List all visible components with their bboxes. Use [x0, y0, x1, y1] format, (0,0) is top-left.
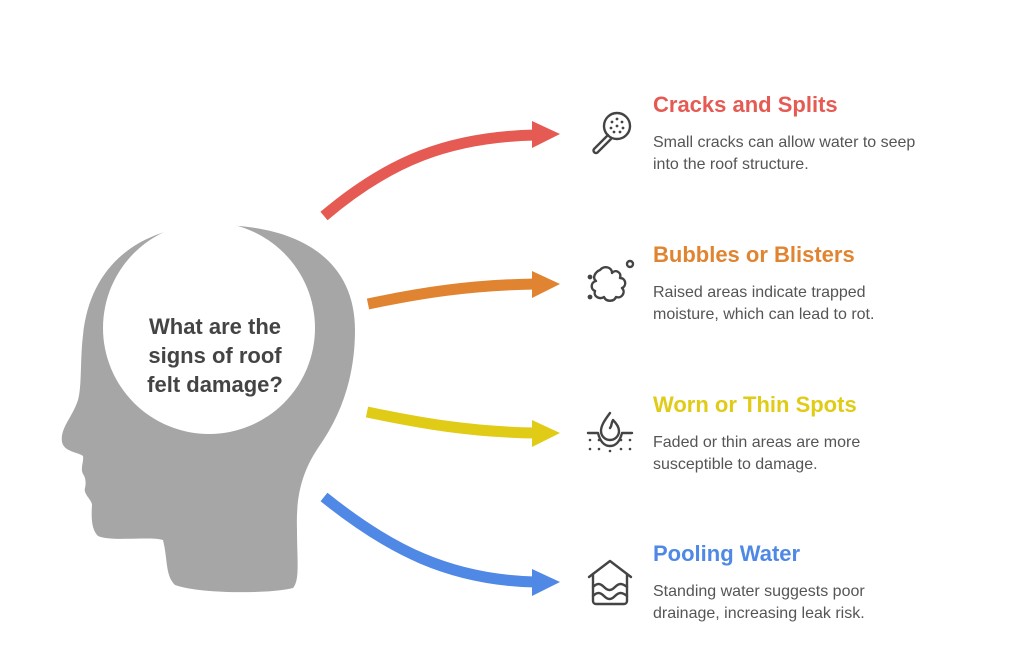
item-worn-or-thin-spots: Worn or Thin Spots Faded or thin areas a…: [653, 392, 993, 476]
drop-in-ground-icon: [584, 407, 636, 459]
item-description: Small cracks can allow water to seep int…: [653, 132, 993, 176]
item-bubbles-or-blisters: Bubbles or Blisters Raised areas indicat…: [653, 242, 993, 326]
item-title: Bubbles or Blisters: [653, 242, 855, 267]
desc-line: drainage, increasing leak risk.: [653, 605, 865, 622]
item-pooling-water: Pooling Water Standing water suggests po…: [653, 541, 993, 625]
desc-line: susceptible to damage.: [653, 456, 818, 473]
item-description: Standing water suggests poor drainage, i…: [653, 581, 993, 625]
desc-line: into the roof structure.: [653, 156, 809, 173]
arrow-cracks: [320, 121, 560, 221]
item-description: Faded or thin areas are more susceptible…: [653, 432, 993, 476]
question-line: What are the: [148, 314, 282, 339]
desc-line: Standing water suggests poor: [653, 583, 865, 600]
item-title: Pooling Water: [653, 541, 801, 566]
desc-line: moisture, which can lead to rot.: [653, 306, 875, 323]
item-description: Raised areas indicate trapped moisture, …: [653, 282, 993, 326]
arrow-bubbles: [366, 271, 560, 310]
item-title: Cracks and Splits: [653, 92, 838, 117]
blister-splat-icon: [584, 257, 636, 309]
desc-line: Faded or thin areas are more: [653, 434, 861, 451]
head-silhouette: [61, 222, 355, 593]
arrow-pooling: [320, 492, 560, 596]
item-cracks-and-splits: Cracks and Splits Small cracks can allow…: [653, 92, 993, 176]
desc-line: Small cracks can allow water to seep: [653, 134, 916, 151]
question-line: felt damage?: [147, 372, 283, 397]
house-flood-icon: [584, 557, 636, 609]
question-line: signs of roof: [148, 343, 282, 368]
arrow-worn: [365, 406, 560, 447]
magnifier-dots-icon: [584, 107, 636, 159]
item-title: Worn or Thin Spots: [653, 392, 857, 417]
desc-line: Raised areas indicate trapped: [653, 284, 866, 301]
central-question: What are the signs of roof felt damage?: [130, 312, 300, 399]
